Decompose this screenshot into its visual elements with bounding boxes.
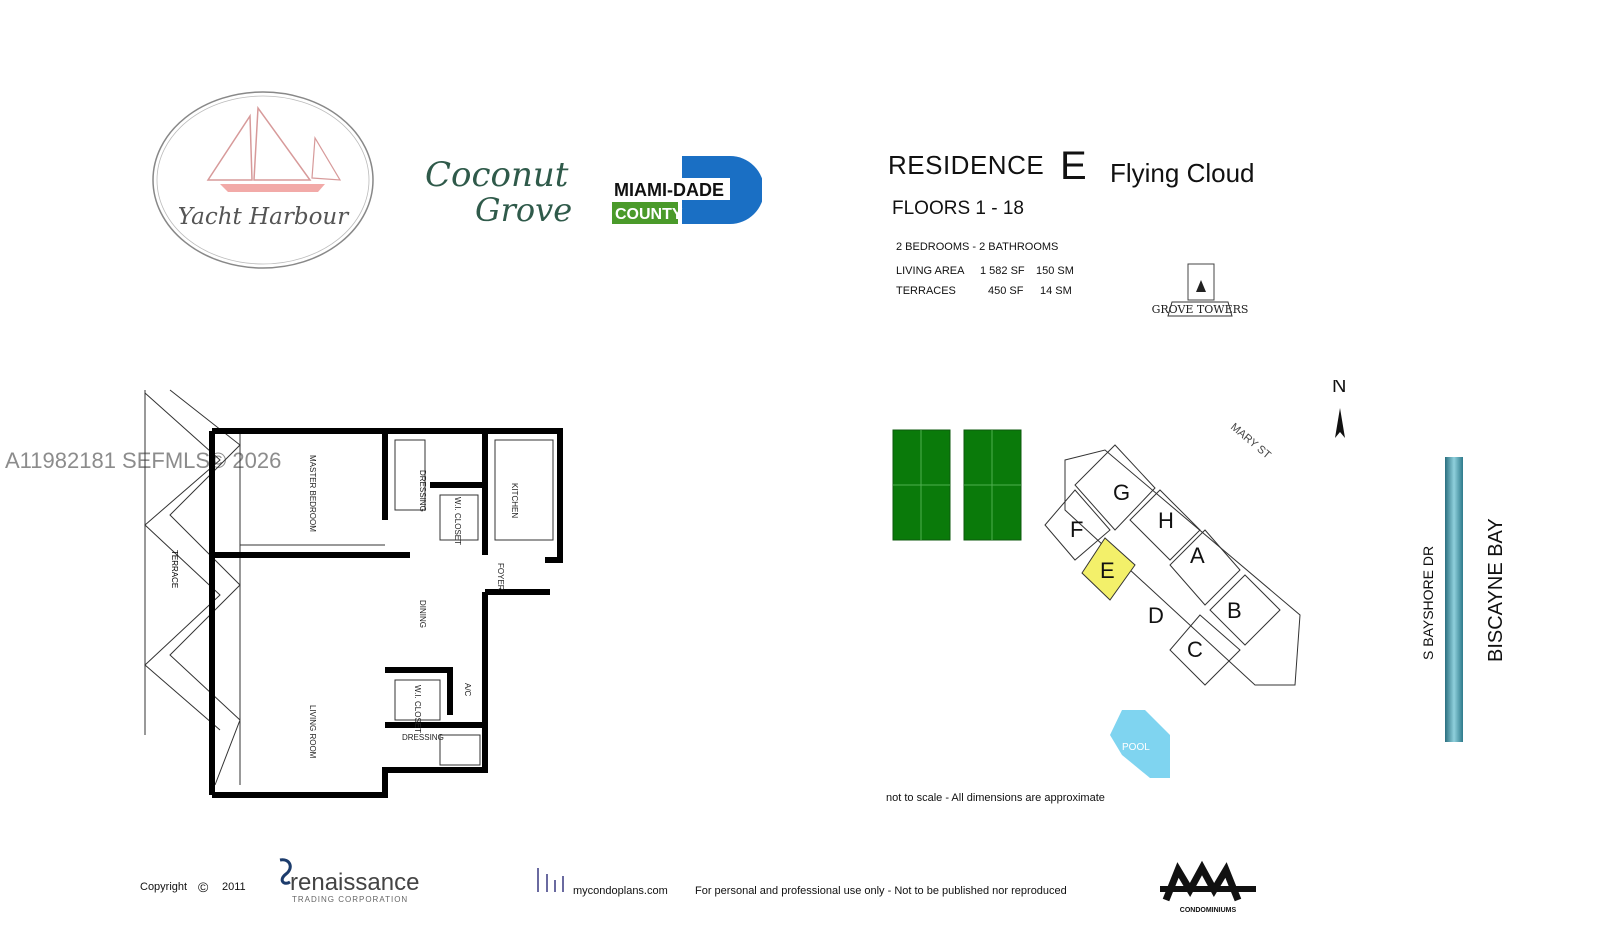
north-label: N: [1332, 380, 1346, 397]
tennis-courts: [892, 429, 1022, 541]
mycondoplans-icon: [535, 866, 565, 894]
living-area-label: LIVING AREA: [896, 265, 965, 277]
miami-dade-logo: MIAMI-DADE COUNTY: [612, 156, 764, 226]
unit-d: D: [1148, 603, 1164, 628]
renaissance-text: renaissance: [290, 869, 419, 896]
room-dressing-1: DRESSING: [418, 470, 427, 512]
room-dressing-2: DRESSING: [402, 733, 444, 742]
watermark: A11982181 SEFMLS© 2026: [5, 448, 282, 473]
yacht-harbour-logo: Yacht Harbour: [150, 88, 376, 272]
room-ac: A/C: [463, 683, 472, 697]
renaissance-sub: TRADING CORPORATION: [292, 895, 408, 904]
unit-h: H: [1158, 508, 1174, 533]
county-text: COUNTY: [615, 206, 683, 223]
room-closet-1: W.I. CLOSET: [453, 497, 462, 545]
terraces-label: TERRACES: [896, 285, 956, 297]
mycondoplans-label: mycondoplans.com: [573, 885, 668, 897]
biscayne-bay-label: BISCAYNE BAY: [1485, 518, 1507, 662]
residence-title: RESIDENCE: [888, 150, 1045, 180]
grove-towers-logo: GROVE TOWERS: [1152, 262, 1248, 320]
room-foyer: FOYER: [496, 563, 505, 591]
mary-st-label: MARY ST: [1228, 421, 1273, 462]
unit-f: F: [1070, 517, 1083, 542]
north-arrow-icon: [1335, 408, 1345, 438]
miami-dade-text: MIAMI-DADE: [614, 180, 724, 200]
disclaimer: For personal and professional use only -…: [695, 885, 1067, 897]
terraces-sf: 450 SF: [988, 285, 1024, 297]
unit-g: G: [1113, 480, 1130, 505]
biscayne-bay-band: [1445, 457, 1463, 742]
unit-a: A: [1190, 543, 1205, 568]
room-master-bedroom: MASTER BEDROOM: [308, 455, 317, 532]
copyright-symbol: ©: [198, 879, 209, 895]
residence-letter: E: [1060, 144, 1087, 188]
bayshore-dr-label: S BAYSHORE DR: [1420, 545, 1436, 660]
grove-towers-text: GROVE TOWERS: [1152, 303, 1248, 316]
copyright-label: Copyright: [140, 881, 188, 893]
room-kitchen: KITCHEN: [510, 483, 519, 518]
bed-bath-label: 2 BEDROOMS - 2 BATHROOMS: [896, 241, 1059, 253]
room-terrace: TERRACE: [170, 550, 179, 588]
room-dining: DINING: [418, 600, 427, 628]
unit-b: B: [1227, 598, 1242, 623]
coconut-text: Coconut: [425, 155, 569, 195]
grove-text: Grove: [475, 191, 573, 229]
copyright-year: 2011: [222, 881, 246, 893]
yacht-harbour-text: Yacht Harbour: [178, 204, 351, 230]
site-plan: G H A F E D B C POOL MARY ST N: [860, 375, 1500, 800]
living-area-sm: 150 SM: [1036, 265, 1074, 277]
unit-c: C: [1187, 637, 1203, 662]
floors-label: FLOORS 1 - 18: [892, 198, 1024, 219]
unit-e: E: [1100, 558, 1115, 583]
terraces-sm: 14 SM: [1040, 285, 1072, 297]
unit-e-highlight: [1081, 537, 1136, 601]
renaissance-logo: renaissance TRADING CORPORATION: [272, 856, 432, 906]
room-closet-2: W.I. CLOSET: [413, 685, 422, 733]
floor-plan: TERRACE MASTER BEDROOM DRESSING W.I. CLO: [140, 385, 580, 815]
pool: [1110, 710, 1170, 778]
room-living-room: LIVING ROOM: [308, 705, 317, 759]
infinity-logo: CONDOMINIUMS: [1158, 860, 1258, 920]
scale-note: not to scale - All dimensions are approx…: [886, 792, 1105, 804]
pool-label: POOL: [1122, 742, 1150, 753]
residence-name: Flying Cloud: [1110, 158, 1255, 188]
infinity-text: CONDOMINIUMS: [1180, 907, 1237, 914]
coconut-grove-logo: Coconut Grove: [425, 155, 572, 235]
living-area-sf: 1 582 SF: [980, 265, 1025, 277]
